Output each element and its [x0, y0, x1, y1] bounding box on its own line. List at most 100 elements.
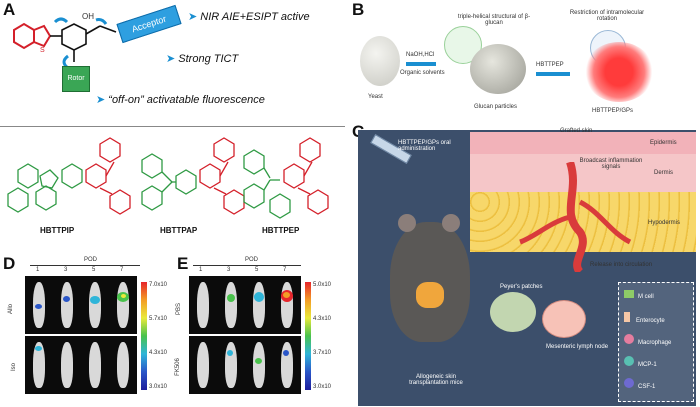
color-scale-bar: [141, 282, 147, 390]
panel-e: E POD 1 3 5 7 PBS FK506 5.0x10 4.3x10 3.…: [175, 254, 347, 407]
imaging-cell: [189, 276, 217, 334]
arrow-icon: ➤: [96, 94, 109, 106]
helix-note: triple-helical structural of β-glucan: [457, 14, 531, 26]
imaging-cell: [109, 336, 137, 394]
imaging-cell: [245, 276, 273, 334]
mouse-ear: [442, 214, 460, 232]
row-label: FK506: [174, 358, 181, 376]
legend-item: Enterocyte: [624, 312, 665, 324]
panel-d: D POD 1 3 5 7 Allo Iso 7.0x10 5.7x10 4.3…: [0, 254, 175, 407]
day-label: 1: [36, 267, 40, 273]
mcp1-icon: [624, 356, 634, 366]
panel-c: C Epidermis Dermis Hypodermis Grafted sk…: [350, 122, 700, 407]
layer-label: Hypodermis: [648, 220, 681, 226]
panel-a: A S OH Acceptor Rotor ➤ NIR AIE+ESIPT ac…: [0, 0, 345, 120]
vessel-drawing: [519, 162, 632, 272]
pod-underline: [193, 265, 301, 266]
layer-label: Dermis: [654, 170, 673, 176]
color-scale-bar: [305, 282, 311, 390]
day-label: 7: [283, 267, 287, 273]
release-label: Release into circulation: [590, 262, 653, 268]
panel-e-letter: E: [177, 254, 189, 273]
legend-item: M cell: [624, 290, 654, 300]
hbttpap-structure: [141, 137, 245, 215]
day-label: 5: [92, 267, 96, 273]
day-label: 1: [199, 267, 203, 273]
compound-label-3: HBTTPEP: [262, 226, 300, 235]
panel-a-letter: A: [3, 0, 16, 19]
row-label: Iso: [11, 362, 18, 372]
imaging-cell: [245, 336, 273, 394]
grafted-label: Grafted skin: [560, 128, 593, 134]
hbttpip-structure: [7, 137, 131, 215]
csf1-icon: [624, 378, 634, 388]
day-label: 3: [64, 267, 68, 273]
legend-item: CSF-1: [624, 378, 655, 390]
day-label: 7: [120, 267, 124, 273]
yeast-particle: [360, 36, 400, 86]
compound-label-2: HBTTPAP: [160, 226, 198, 235]
oral-label: HBTTPEP/GPs oral administration: [398, 140, 451, 152]
stage-label: Glucan particles: [474, 104, 518, 110]
rotor-box: Rotor: [62, 66, 90, 92]
pod-label: POD: [245, 257, 259, 263]
scale-label: 3.0x10: [149, 384, 168, 390]
pod-underline: [30, 265, 140, 266]
m-cell-icon: [624, 290, 634, 298]
rotor-label: Rotor: [67, 75, 85, 82]
imaging-cell: [25, 336, 53, 394]
macrophage-icon: [624, 334, 634, 344]
mice-label: Allogeneic skin transplantation mice: [409, 374, 463, 386]
compound-label-1: HBTTPIP: [40, 226, 75, 235]
compound-structures: HBTTPIP HBTTPAP HBTTPEP: [0, 130, 345, 252]
intestine-icon: [416, 282, 444, 308]
epidermis-layer: [470, 132, 696, 154]
pod-label: POD: [84, 257, 98, 263]
structures-drawing: [7, 137, 329, 219]
peyers-patch: [490, 292, 536, 332]
broadcast-label: Broadcast inflammation signals: [579, 158, 643, 170]
scale-label: 4.3x10: [149, 350, 168, 356]
feature-2: ➤ Strong TICT: [166, 53, 239, 65]
layer-label: Epidermis: [650, 140, 677, 146]
imaging-cell: [25, 276, 53, 334]
feature-1: ➤ NIR AIE+ESIPT active: [188, 11, 310, 23]
day-label: 3: [227, 267, 231, 273]
lymph-label: Mesenteric lymph node: [546, 344, 609, 350]
scale-label: 4.3x10: [313, 316, 332, 322]
arrow-note: HBTTPEP: [536, 62, 564, 68]
panel-b-letter: B: [352, 0, 365, 19]
core-structure-diagram: S: [13, 17, 117, 70]
process-arrow: [406, 62, 436, 66]
imaging-cell: [189, 336, 217, 394]
scale-label: 5.0x10: [313, 282, 332, 288]
row-label: PBS: [176, 302, 183, 316]
peyers-label: Peyer's patches: [500, 284, 543, 290]
legend-item: Macrophage: [624, 334, 671, 346]
feature-3: ➤ “off-on” activatable fluorescence: [96, 94, 265, 106]
rotation-note: Restriction of intramolecular rotation: [569, 10, 645, 22]
imaging-cell: [53, 336, 81, 394]
day-label: 5: [255, 267, 259, 273]
stage-label: HBTTPEP/GPs: [592, 108, 634, 114]
scale-label: 3.7x10: [313, 350, 332, 356]
scale-label: 3.0x10: [313, 384, 332, 390]
divider: [0, 126, 345, 127]
legend-item: MCP-1: [624, 356, 657, 368]
imaging-cell: [273, 336, 301, 394]
arrow-icon: ➤: [188, 11, 201, 23]
svg-text:S: S: [40, 47, 45, 54]
imaging-cell: [217, 276, 245, 334]
panel-d-letter: D: [3, 254, 16, 273]
scale-label: 5.7x10: [149, 316, 168, 322]
stage-label: Yeast: [368, 94, 383, 100]
process-arrow: [536, 72, 570, 76]
imaging-cell: [273, 276, 301, 334]
glucan-particle: [470, 44, 526, 94]
enterocyte-icon: [624, 312, 630, 322]
hbttpep-structure: [243, 137, 329, 219]
imaging-cell: [81, 336, 109, 394]
arrow-note: Organic solvents: [400, 70, 445, 76]
dermis-layer: [470, 154, 696, 192]
arrow-icon: ➤: [166, 53, 179, 65]
